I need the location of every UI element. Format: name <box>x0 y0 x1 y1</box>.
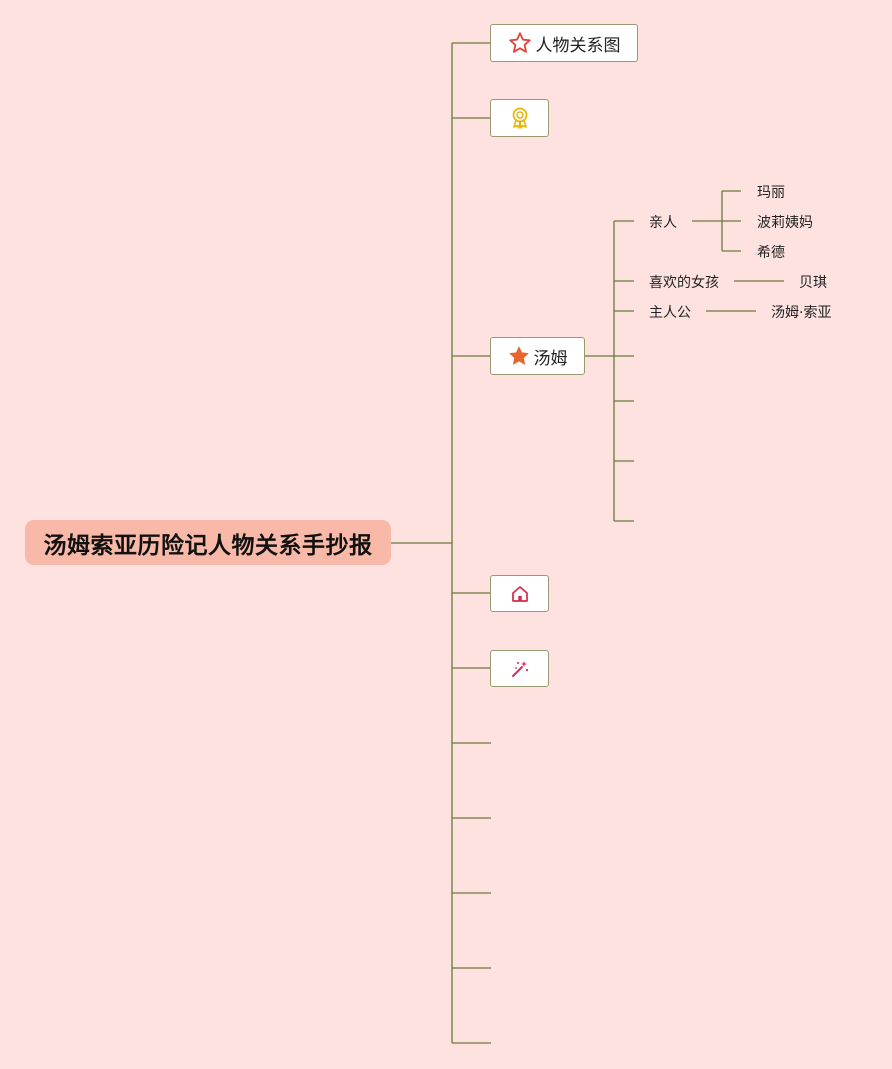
leaf-aunt-polly[interactable]: 波莉姨妈 <box>757 215 813 231</box>
branch-magic[interactable] <box>490 650 549 687</box>
subtopic-relatives[interactable]: 亲人 <box>649 215 677 231</box>
leaf-tom-sawyer[interactable]: 汤姆·索亚 <box>771 305 832 321</box>
branch-home[interactable] <box>490 575 549 612</box>
root-topic[interactable]: 汤姆索亚历险记人物关系手抄报 <box>25 520 391 565</box>
star-filled-icon <box>508 345 530 367</box>
home-icon <box>510 584 530 604</box>
magic-wand-icon <box>510 659 530 679</box>
branch-label: 汤姆 <box>533 348 568 369</box>
branch-tom[interactable]: 汤姆 <box>490 337 585 375</box>
leaf-sid[interactable]: 希德 <box>757 245 785 261</box>
branch-label: 人物关系图 <box>535 35 621 56</box>
leaf-becky[interactable]: 贝琪 <box>799 275 827 291</box>
root-title: 汤姆索亚历险记人物关系手抄报 <box>43 532 373 559</box>
award-ribbon-icon <box>510 107 530 129</box>
branch-award[interactable] <box>490 99 549 137</box>
leaf-mary[interactable]: 玛丽 <box>757 185 785 201</box>
branch-relationship-map[interactable]: 人物关系图 <box>490 24 638 62</box>
subtopic-protagonist[interactable]: 主人公 <box>649 305 691 321</box>
subtopic-liked-girl[interactable]: 喜欢的女孩 <box>649 275 719 291</box>
star-outline-icon <box>508 31 532 55</box>
